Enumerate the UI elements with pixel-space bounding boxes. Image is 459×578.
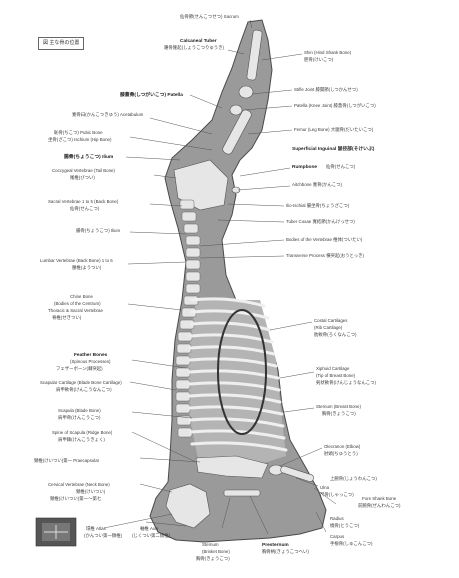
vertebra [186,236,200,245]
label-calcaneal-tuber: Calcaneal Tuber [180,38,217,44]
label-costal-cartilages: Costal Cartilages [314,318,348,323]
vertebra [176,380,190,389]
vertebra [176,356,190,365]
label-pubic-bone: 恥骨(ちこつ) Pubic Bone [54,129,103,136]
label-femur: Femur (Leg Bone) 大腿骨(だいたいこつ) [294,126,374,133]
vertebra [184,224,198,233]
label-olecranon: Olecranon (Elbow) [324,444,361,449]
vertebra [186,260,200,269]
label-lumbar: Lumbar Vertebrae (Back Bone) 1 to 6 [40,258,113,263]
vertebra [186,272,200,281]
label-calcaneal-tuber-jp: 踵骨隆起(しょうこつりゅうき) [164,44,225,51]
label-ischium: 坐骨(ざこつ) Ischium (Hip Bone) [48,136,112,143]
label-bodies-vertebrae: Bodies of the Vertebrae 椎体(ついたい) [286,236,363,243]
logo-mark [36,518,76,546]
label-coccygeal: Coccygeal Vertebrae (Tail Bone) [52,168,116,173]
label-shin-jp: 脛骨(けいこつ) [304,57,334,63]
label-scapula: Scapula (Blade Bone) [58,408,101,413]
label-stifle-joint: Stifle Joint 膝関節(しつかんせつ) [294,86,358,93]
label-praecapsular: 頸椎(けいつい)第一 Praecapsular [34,457,100,464]
label-sternum-2: (Brisket Bone) [202,549,230,554]
label-fore-shank-jp: 前腕骨(ぜんわんこつ) [358,502,401,509]
label-aitchbone: Aitchbone 寛骨(かんこつ) [292,181,343,188]
label-scapular-cartilage-jp: 肩甲軟骨(けんこうなんこつ) [56,386,112,393]
label-rumpbone-jp: 仙骨(せんこつ) [326,163,356,170]
label-patella: 膝蓋骨(しつがいこつ) Patella [120,91,183,98]
label-fore-shank: Fore Shank Bone [362,496,397,501]
label-chine-bone: Chine Bone [70,294,94,299]
label-sacrum: 仙骨節(せんこつせつ) Sacrum [180,13,239,20]
vertebra [186,284,200,293]
label-spine-scapula-jp: 肩甲棘(けんこうきょく) [58,436,105,443]
label-feather-bones: Feather Bones [74,352,108,358]
label-sacral-vertebrae: Sacral Vertebrae 1 to 5 (Back Bone) [48,199,119,204]
vertebra [186,248,200,257]
label-superficial-inguinal: Superficial Inguinal 鼠径部(そけいぶ) [292,145,375,152]
label-spine-scapula: Spine of Scapula (Ridge Bone) [52,430,113,435]
label-ulna-jp: 尺骨(しゃっこつ) [320,492,354,498]
label-costal-cartilages-2: (Rib Cartilage) [314,325,343,330]
label-cervical-jp: 頸椎(けいつい) [76,488,106,495]
label-presternum-jp: 胸骨柄(きょうこつへい) [262,548,309,555]
label-ilio-ischial: Ilio-Ischial 腸坐骨(ちょうざこつ) [286,202,350,209]
label-atlas: 環椎 Atlas [86,525,107,532]
label-sternum-breast: Sternum (Breast Bone) [316,404,361,409]
label-acetabulum: 寛骨臼(かんこつきゅう) Acetabulum [72,111,144,118]
label-transverse-process: Transverse Process 横突起(おうとっき) [286,252,365,259]
label-scapula-jp: 肩甲骨(けんこうこつ) [58,414,101,421]
label-axis-jp: (じくつい第二頸椎) [132,532,171,539]
label-xiphoid: Xiphoid Cartilage [316,366,350,371]
vertebra [180,200,194,209]
label-chine-bone-3: Thoracic & Sacral Vertebrae [48,308,103,313]
label-axis: 軸椎 Axis [140,525,159,532]
label-ulna: Ulna [320,485,330,490]
vertebra [182,212,196,221]
label-patella-knee: Patella (Knee Joint) 膝蓋骨(しつがいこつ) [294,102,376,109]
label-radius-jp: 橈骨(とうこつ) [330,522,360,529]
label-sternum-breast-jp: 胸骨(きょうこつ) [322,410,356,417]
vertebra [176,392,190,401]
label-rumpbone: Rumpbone [292,164,317,170]
label-feather-bones-2: (Spinous Processes) [70,359,111,364]
label-cervical: Cervical Vertebrae (Neck Bone) [48,482,110,487]
label-scapular-cartilage: Scapular Cartilage (Blade Bone Cartilage… [40,380,122,385]
label-presternum: Presternum [262,542,289,548]
label-tuber-coxae: Tuber Coxae 寛結節(かんけっせつ) [286,218,355,225]
sternum-bone [224,490,260,496]
label-chine-bone-2: (Bodies of the Centrum) [54,301,101,306]
label-lumbar-jp: 腰椎(ようつい) [72,264,102,271]
label-sternum-jp: 胸骨(きょうこつ) [196,555,230,562]
label-olecranon-jp: 肘頭(ちゅうとう) [324,450,358,457]
diagram-title: 図 主な骨の位置 [38,37,84,50]
label-ilium-top: 腸骨(ちょうこつ) Ilium [63,153,113,160]
label-ilium: 腸骨(ちょうこつ) Ilium [76,228,120,234]
label-shin: Shin (Hind Shank Bone) [304,50,352,55]
stifle-joint [239,86,253,98]
vertebra [176,368,190,377]
label-chine-bone-jp: 脊椎(せきつい) [52,314,82,321]
label-sacral-vertebrae-jp: 仙骨(せんこつ) [70,205,100,212]
label-coccygeal-jp: 尾椎(びつい) [70,174,95,181]
label-sternum: Sternum [202,542,219,547]
label-feather-bones-jp: フェザーボーン(棘突起) [56,365,103,372]
label-humerus: 上腕骨(じょうわんこつ) [330,475,377,482]
label-xiphoid-jp: 剣状軟骨(けんじょうなんこつ) [316,379,377,386]
label-radius: Radius [330,516,344,521]
label-costal-cartilages-jp: 肋軟骨(ろくなんこつ) [314,331,357,338]
label-atlas-jp: (かんつい第一頸椎) [84,532,123,539]
label-cervical-jp-2: 頸椎(けいつい)第一〜第七 [50,495,102,502]
label-carpus: Carpus [330,534,345,539]
patella-bone [230,105,242,115]
label-carpus-jp: 手根骨(しゅこんこつ) [330,540,373,547]
vertebra [176,404,190,413]
label-xiphoid-2: (Tip of Breast Bone) [316,373,356,378]
